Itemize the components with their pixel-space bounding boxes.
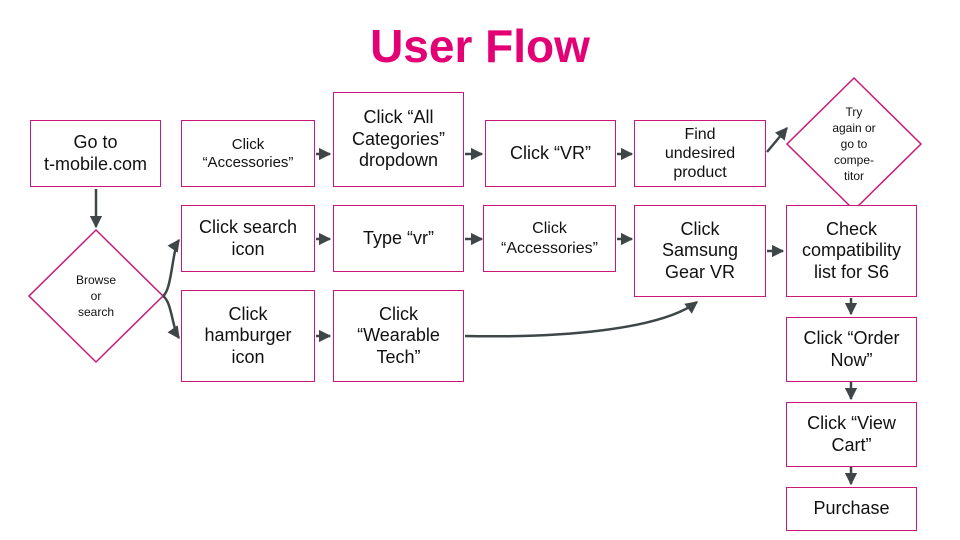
node-find-undesired-product: Find undesired product	[634, 120, 766, 187]
arrow-find-to-try	[766, 127, 788, 153]
node-click-vr: Click “VR”	[485, 120, 616, 187]
try-again-label-area: Try again or go to compe- titor	[787, 78, 921, 210]
node-check-compatibility: Check compatibility list for S6	[786, 205, 917, 297]
node-purchase: Purchase	[786, 487, 917, 531]
node-click-accessories-top: Click “Accessories”	[181, 120, 315, 187]
node-click-samsung-gear-vr: Click Samsung Gear VR	[634, 205, 766, 297]
browse-or-search-label: Browse or search	[75, 272, 116, 320]
node-click-search-icon: Click search icon	[181, 205, 315, 272]
node-click-all-categories: Click “All Categories” dropdown	[333, 92, 464, 187]
node-click-accessories-mid: Click “Accessories”	[483, 205, 616, 272]
node-go-to-site: Go to t-mobile.com	[30, 120, 161, 187]
arrow-browse-to-hamburger	[162, 294, 181, 340]
try-again-label: Try again or go to compe- titor	[832, 104, 876, 184]
node-click-hamburger-icon: Click hamburger icon	[181, 290, 315, 382]
browse-or-search-label-area: Browse or search	[29, 230, 163, 362]
node-click-order-now: Click “Order Now”	[786, 317, 917, 382]
diagram-title: User Flow	[370, 20, 590, 72]
arrow-wearable-to-samsung	[464, 301, 698, 338]
node-click-wearable-tech: Click “Wearable Tech”	[333, 290, 464, 382]
browse-or-search-diamond	[27, 228, 165, 364]
node-type-vr: Type “vr”	[333, 205, 464, 272]
arrow-browse-to-search	[162, 238, 181, 298]
node-click-view-cart: Click “View Cart”	[786, 402, 917, 467]
